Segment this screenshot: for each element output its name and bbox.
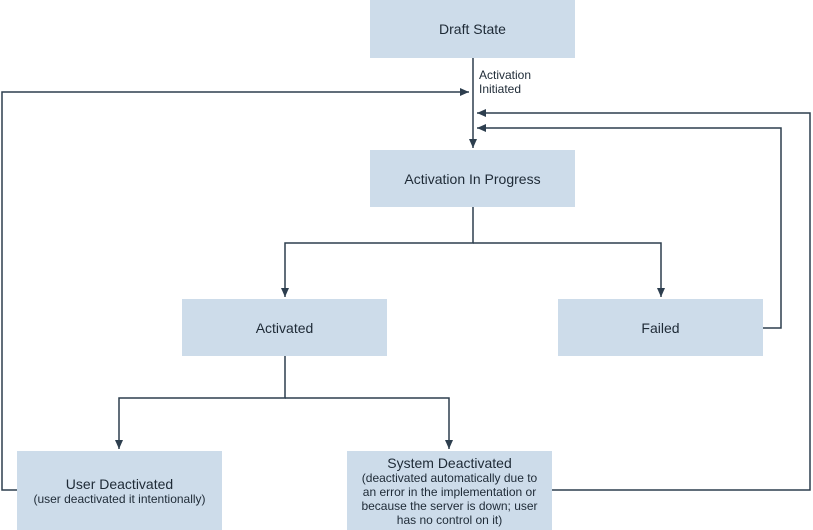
node-title: User Deactivated — [65, 475, 174, 492]
edge-in-progress-to-activated — [281, 207, 474, 297]
node-title: Draft State — [439, 21, 506, 37]
edge-activated-to-system-deactivated — [285, 397, 453, 449]
edge-label-line: Activation — [479, 68, 532, 82]
edge-label-line: Initiated — [479, 82, 522, 96]
node-activated: Activated — [182, 299, 387, 356]
node-subtitle-line: has no control on it) — [396, 512, 503, 527]
node-title: Activated — [255, 319, 314, 336]
node-subtitle-line: an error in the implementation or — [362, 484, 537, 499]
edge-user-deactivated-to-in-progress — [1, 88, 469, 491]
node-title: Failed — [641, 319, 680, 336]
edge-in-progress-to-failed — [473, 242, 665, 297]
edge-label-activation-initiated: Activation Initiated — [479, 68, 531, 96]
node-subtitle-line: (deactivated automatically due to — [361, 470, 538, 485]
node-subtitle-line: because the server is down; user — [361, 498, 538, 513]
node-system-deactivated: System Deactivated (deactivated automati… — [347, 451, 552, 530]
edge-failed-to-in-progress — [477, 124, 782, 329]
node-draft-state: Draft State — [370, 0, 575, 58]
node-subtitle: (user deactivated it intentionally) — [33, 491, 206, 506]
node-title: System Deactivated — [387, 454, 512, 471]
node-user-deactivated: User Deactivated (user deactivated it in… — [17, 451, 222, 530]
node-failed: Failed — [558, 299, 763, 356]
node-activation-in-progress: Activation In Progress — [370, 150, 575, 207]
edge-system-deactivated-to-in-progress — [477, 109, 811, 491]
edge-activated-to-user-deactivated — [115, 356, 286, 449]
node-title: Activation In Progress — [404, 170, 541, 187]
